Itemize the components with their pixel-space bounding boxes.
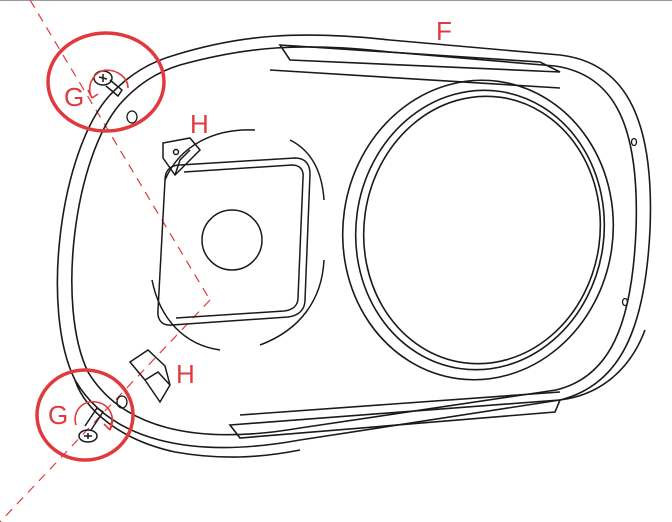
rotate-arrow-icon-lower [74, 401, 114, 431]
screw-icon [93, 70, 123, 98]
clip-label-bottom: H [176, 359, 195, 389]
housing-outline [56, 34, 652, 458]
alignment-guide-line [29, 0, 211, 301]
alignment-guide-line-lower [0, 299, 211, 522]
rotate-arrow-icon [87, 69, 129, 99]
screw-icon-lower [78, 406, 105, 443]
frame-label: F [436, 16, 452, 46]
mounting-clip-icon-lower [128, 349, 171, 404]
screw-holes [116, 110, 638, 409]
mounting-plate [157, 157, 311, 326]
top-border [0, 0, 672, 1]
mounting-clip-icon [162, 137, 202, 177]
lens-window [341, 79, 615, 381]
clip-label-top: H [190, 109, 209, 139]
screw-label-top: G [64, 82, 84, 112]
screw-callout-top: G [46, 31, 166, 133]
screw-label-bottom: G [48, 400, 68, 430]
screw-callout-bottom: G [35, 368, 135, 462]
mount-area-ring [151, 129, 325, 351]
